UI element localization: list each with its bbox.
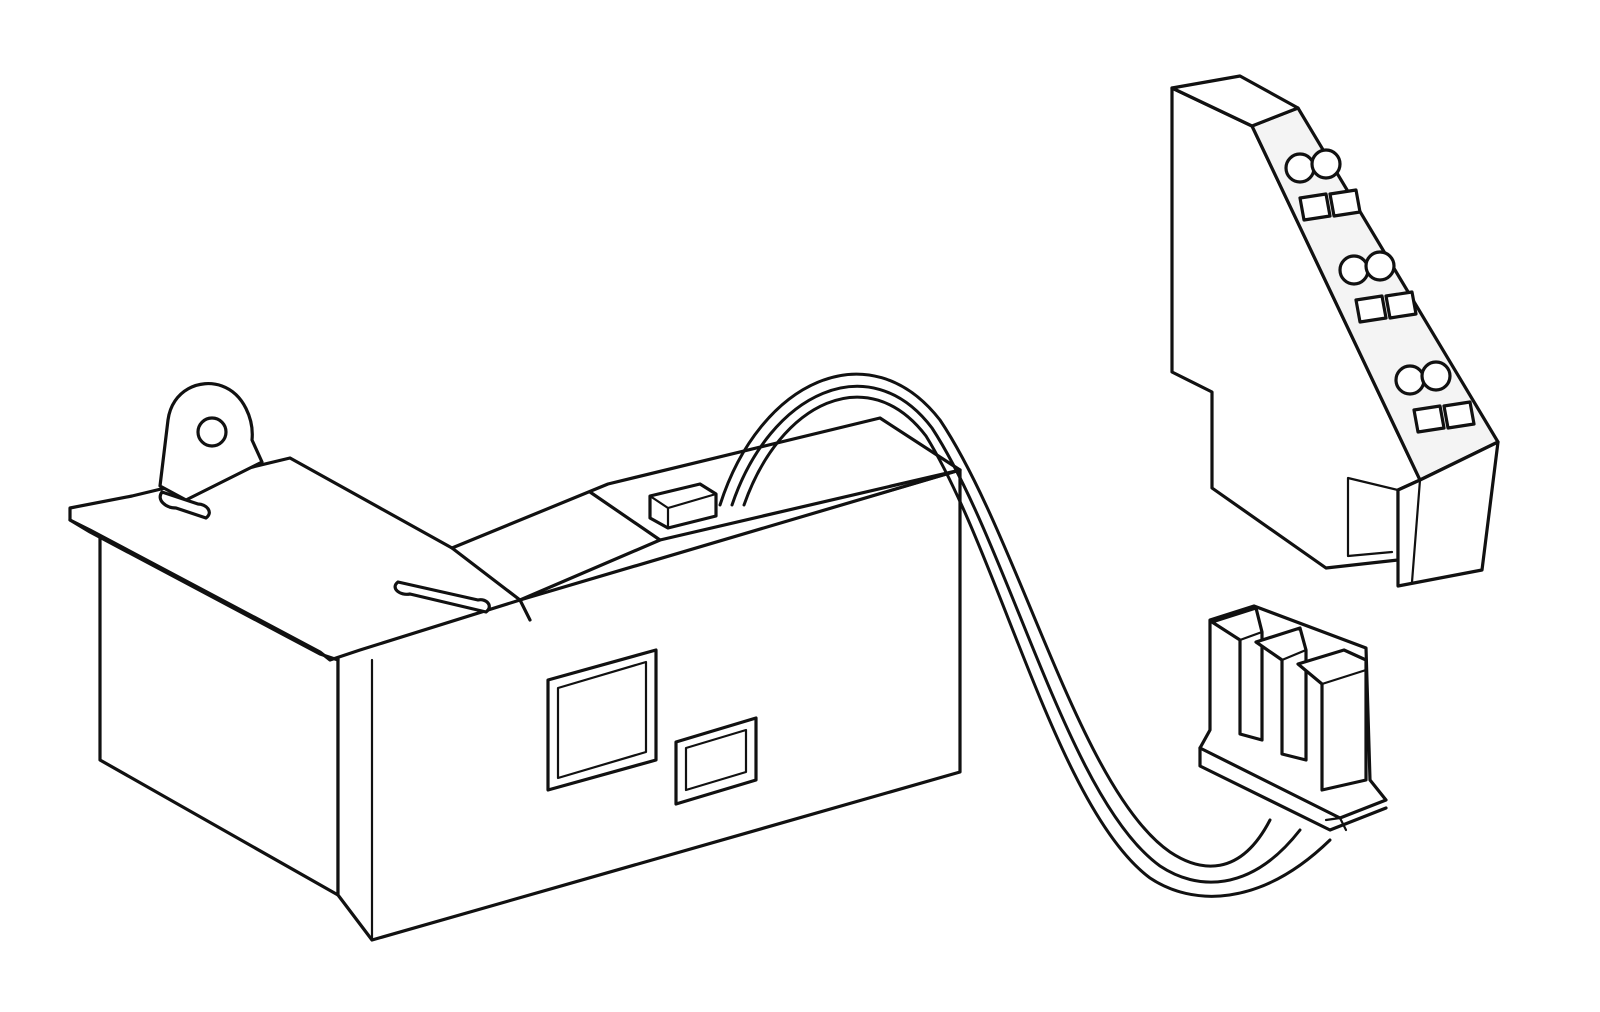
wire-2 <box>730 384 1302 884</box>
terminal-slot-icon <box>1384 290 1418 320</box>
terminal-screw-icon <box>1420 360 1452 392</box>
bracket-latch-edge <box>648 492 718 530</box>
plug-pin-edge <box>1238 630 1368 686</box>
bracket-ramp <box>450 490 662 602</box>
plug-flange <box>1198 746 1388 832</box>
terminal-block <box>1170 74 1500 588</box>
wire-1 <box>718 372 1272 868</box>
bracket-window-small <box>674 716 758 806</box>
bracket-window-large <box>546 648 658 792</box>
terminal-slot-icon <box>1412 404 1446 434</box>
terminal-block-recess <box>1346 476 1400 558</box>
bracket-window-large-inner <box>556 660 648 780</box>
terminal-screw-icon <box>1394 364 1426 396</box>
wire-harness <box>718 372 1332 898</box>
plug-connector <box>1198 604 1388 832</box>
terminal-slot-icon <box>1298 192 1332 222</box>
terminal-screw-icon <box>1364 250 1396 282</box>
terminal-screw-icon <box>1338 254 1370 286</box>
eyelet-hole-icon <box>196 416 228 448</box>
bracket-top-plate <box>68 416 962 662</box>
terminal-screw-icon <box>1284 152 1316 184</box>
terminal-screw-icon <box>1310 148 1342 180</box>
bracket-ramp-2 <box>518 598 532 622</box>
mounting-bracket <box>68 381 962 942</box>
plug-flange-clip <box>1324 816 1348 832</box>
terminal-block-base-edge <box>1410 478 1422 584</box>
terminal-slot-icon <box>1442 400 1476 430</box>
terminal-block-top <box>1170 74 1300 128</box>
eyelet-slot <box>158 490 211 520</box>
wire-3 <box>742 395 1332 898</box>
bracket-window-small-inner <box>684 728 748 792</box>
terminal-slot-icon <box>1354 294 1388 324</box>
bracket-plate-edge <box>68 518 340 662</box>
terminal-slot-icon <box>1328 188 1362 218</box>
bracket-ridge <box>658 468 962 542</box>
bracket-slot <box>393 580 491 614</box>
bracket-latch <box>648 482 718 530</box>
terminal-block-base <box>1396 440 1500 588</box>
